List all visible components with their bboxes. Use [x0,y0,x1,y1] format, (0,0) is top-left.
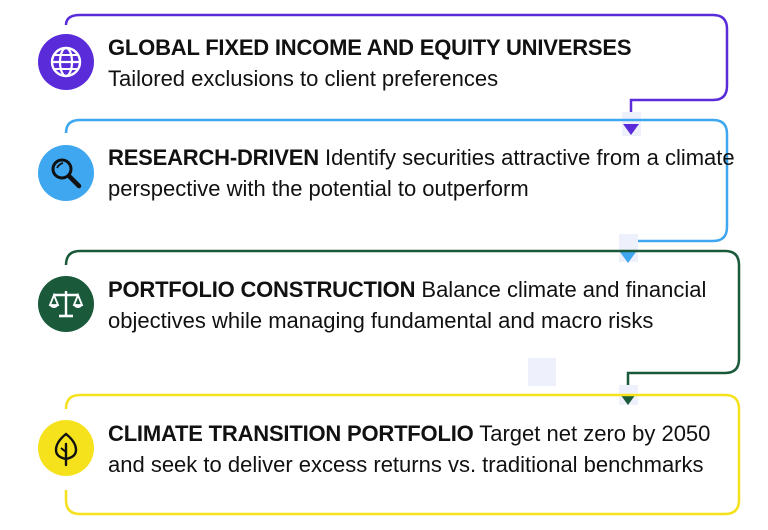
step-heading: GLOBAL FIXED INCOME AND EQUITY UNIVERSES [108,35,632,60]
step-climate-transition: CLIMATE TRANSITION PORTFOLIO Target net … [108,418,738,480]
step-description: Identify securities attractive from a cl… [108,145,735,201]
globe-icon [50,46,82,78]
arrow-3 [620,394,636,405]
scales-icon [48,291,84,318]
arrow-1 [623,124,639,135]
step-description: Balance climate and financial objectives… [108,277,707,333]
step-global-universes: GLOBAL FIXED INCOME AND EQUITY UNIVERSES… [108,32,738,94]
arrow-2 [620,252,636,263]
magnifier-icon [51,158,82,189]
globe-badge [38,34,94,90]
step-description: Target net zero by 2050 and seek to deli… [108,421,711,477]
step-heading: CLIMATE TRANSITION PORTFOLIO [108,421,474,446]
scales-badge [38,276,94,332]
step-portfolio-construction: PORTFOLIO CONSTRUCTION Balance climate a… [108,274,738,336]
step-research-driven: RESEARCH-DRIVEN Identify securities attr… [108,142,738,204]
magnifier-badge [38,145,94,201]
leaf-icon [54,432,78,467]
leaf-badge [38,420,94,476]
connector-1 [64,13,729,132]
connector-3 [64,249,741,404]
step-heading: RESEARCH-DRIVEN [108,145,319,170]
connector-2 [64,118,729,262]
step-description: Tailored exclusions to client preference… [108,66,499,91]
connector-4 [64,393,741,516]
step-heading: PORTFOLIO CONSTRUCTION [108,277,416,302]
